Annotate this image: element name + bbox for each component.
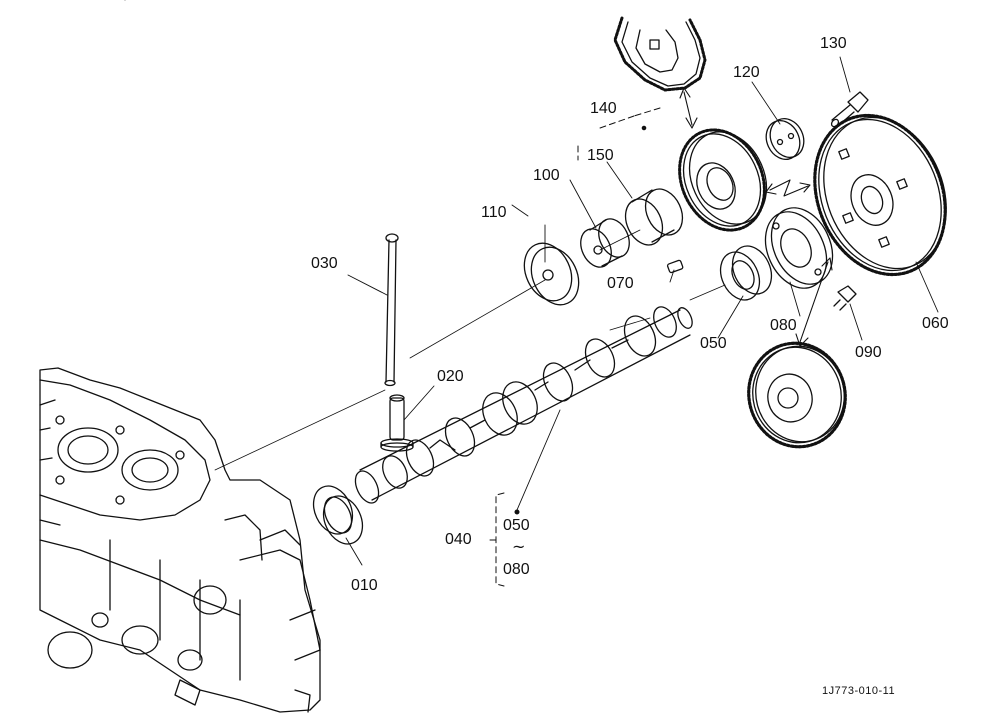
upper-mating-gear bbox=[613, 16, 707, 92]
label-group-040-range: ~ bbox=[512, 537, 526, 556]
label-part-040: 040 bbox=[445, 531, 472, 548]
figure-code: 1J773-010-11 bbox=[822, 685, 896, 697]
part-100-collar bbox=[580, 218, 630, 268]
part-050-bearing bbox=[719, 245, 773, 301]
part-130-bolt bbox=[830, 91, 869, 128]
bracket-140 bbox=[577, 107, 661, 161]
part-150-bushing bbox=[624, 188, 684, 246]
label-part-010: 010 bbox=[351, 577, 378, 594]
part-110-thrust-plate bbox=[523, 242, 580, 306]
part-070-key bbox=[666, 259, 684, 274]
label-part-120: 120 bbox=[733, 64, 760, 81]
guide-lines bbox=[214, 229, 726, 471]
engine-block bbox=[39, 367, 321, 713]
label-part-080: 080 bbox=[770, 317, 797, 334]
leader-lines bbox=[124, 0, 939, 566]
lower-mating-gear bbox=[747, 341, 847, 449]
label-part-090: 090 bbox=[855, 344, 882, 361]
part-010-bushing bbox=[312, 485, 364, 545]
label-group-040-to: 080 bbox=[503, 561, 530, 578]
label-part-110: 110 bbox=[481, 204, 507, 221]
label-part-050: 050 bbox=[700, 335, 727, 352]
bracket-040 bbox=[489, 492, 520, 587]
label-part-030: 030 bbox=[311, 255, 338, 272]
mesh-arrows bbox=[679, 87, 833, 347]
part-090-bolt bbox=[833, 285, 857, 311]
label-part-100: 100 bbox=[533, 167, 560, 184]
part-040-camshaft bbox=[354, 306, 693, 504]
part-060-cam-gear bbox=[813, 113, 947, 277]
part-080-bearing-plate bbox=[764, 207, 834, 289]
part-020-tappet bbox=[380, 394, 414, 452]
part-140-gear bbox=[678, 128, 768, 232]
label-part-140: 140 bbox=[590, 100, 617, 117]
part-030-push-rod bbox=[384, 233, 399, 387]
label-part-150: 150 bbox=[587, 147, 614, 164]
label-part-060: 060 bbox=[922, 315, 949, 332]
part-120-washer bbox=[765, 118, 805, 160]
label-part-020: 020 bbox=[437, 368, 464, 385]
label-part-070: 070 bbox=[607, 275, 634, 292]
label-group-040-from: 050 bbox=[503, 517, 530, 534]
label-part-130: 130 bbox=[820, 35, 847, 52]
